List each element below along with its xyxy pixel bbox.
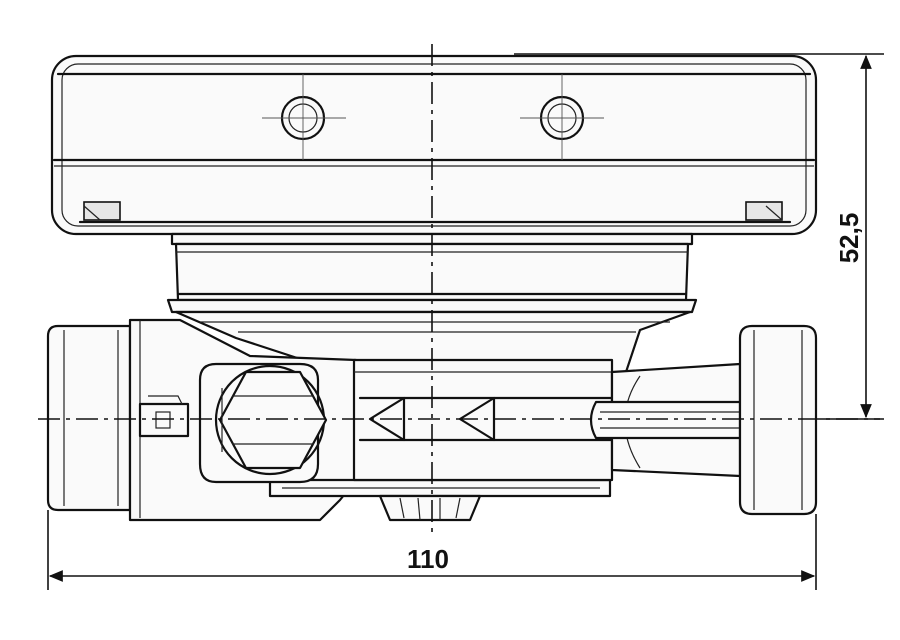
seal-clip — [138, 395, 190, 438]
height-dimension: 52,5 — [514, 53, 884, 420]
outlet-connector — [738, 324, 818, 516]
drain-nut — [378, 494, 482, 522]
center-lines — [38, 44, 880, 534]
mounting-holes — [262, 74, 604, 160]
width-dimension: 110 — [47, 510, 817, 590]
left-latch — [83, 201, 121, 221]
right-latch — [745, 201, 783, 221]
width-dimension-label: 110 — [407, 544, 449, 574]
outlet-pipe — [589, 362, 742, 478]
hex-plug — [198, 362, 328, 484]
height-dimension-label: 52,5 — [834, 213, 864, 264]
register-housing — [50, 54, 818, 236]
flow-arrow-left-icon — [368, 396, 406, 442]
